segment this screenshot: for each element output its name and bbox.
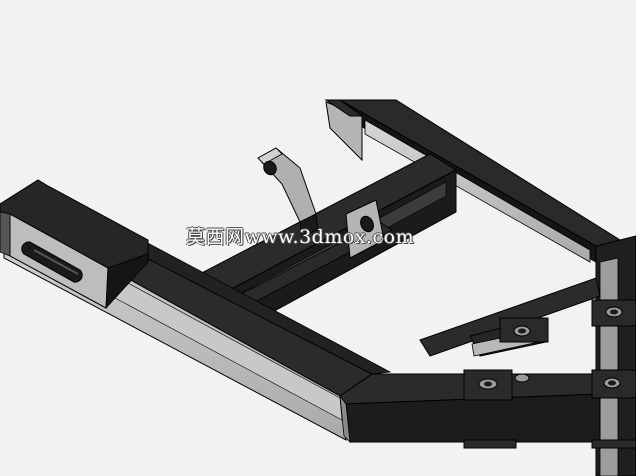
mount-pad-4 bbox=[591, 369, 636, 399]
lug-bracket bbox=[257, 147, 319, 237]
slide-sleeve bbox=[0, 179, 149, 310]
lower-brace bbox=[419, 277, 601, 357]
mount-pad-2 bbox=[463, 369, 530, 401]
right-rail bbox=[338, 99, 636, 476]
mount-pad-1 bbox=[499, 317, 549, 343]
mount-pad-3 bbox=[591, 299, 636, 327]
clevis-plate bbox=[345, 199, 385, 259]
watermark-text: 莫西网www.3dmox.com bbox=[186, 226, 415, 248]
bottom-feet bbox=[463, 439, 636, 449]
top-plate bbox=[324, 99, 364, 162]
